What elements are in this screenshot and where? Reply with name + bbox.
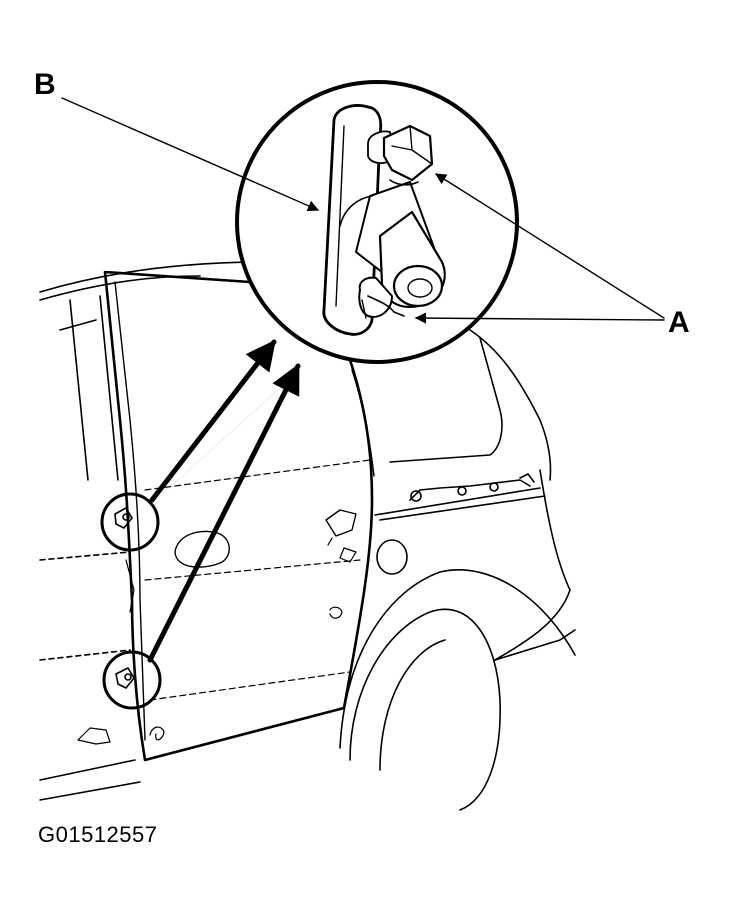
hinge-upper-location-circle	[100, 492, 160, 552]
callout-b-label: B	[34, 68, 56, 101]
hinge-lower-small	[115, 667, 135, 689]
hinge-upper-small	[114, 507, 133, 529]
leader-b	[61, 97, 320, 212]
figure-id: G01512557	[38, 822, 158, 847]
hinge-detail	[322, 104, 446, 336]
callout-a-label: A	[668, 306, 690, 339]
arrow-upper-to-detail-2	[149, 369, 301, 506]
hinge-lower-location-circle	[102, 650, 162, 710]
leader-a-upper	[435, 173, 665, 319]
vehicle-body	[39, 261, 576, 811]
leader-a-lower	[414, 312, 665, 324]
arrow-upper-to-detail	[149, 339, 277, 503]
arrow-lower-to-detail	[147, 363, 301, 663]
sliding-door	[77, 270, 375, 762]
